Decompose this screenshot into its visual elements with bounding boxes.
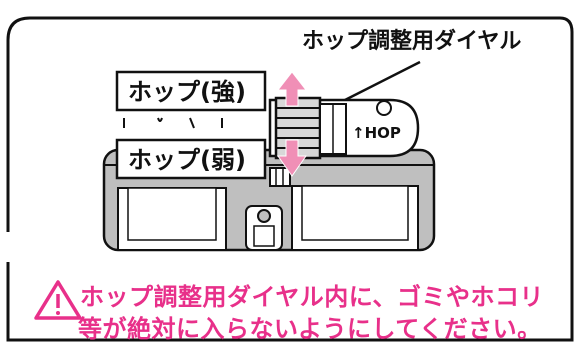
small-marks xyxy=(123,117,223,129)
dial-marking: ↑HOP xyxy=(352,124,401,142)
callout-label: ホップ調整用ダイヤル xyxy=(302,28,521,54)
label-hop-strong-text: ホップ(強) xyxy=(128,78,246,106)
label-hop-strong: ホップ(強) xyxy=(115,70,267,112)
label-hop-weak: ホップ(弱) xyxy=(115,138,267,180)
panel-frame xyxy=(6,16,574,342)
hop-dial xyxy=(268,96,420,187)
arrow-up-icon xyxy=(276,71,308,107)
warning-line-2: 等が絶対に入らないようにしてください。 xyxy=(78,315,542,343)
callout-line xyxy=(344,60,421,102)
warning-triangle-icon xyxy=(34,280,82,320)
warning-line-1: ホップ調整用ダイヤル内に、ゴミやホコリ xyxy=(80,283,545,311)
label-hop-weak-text: ホップ(弱) xyxy=(128,146,246,174)
arrow-down-icon xyxy=(277,139,307,177)
